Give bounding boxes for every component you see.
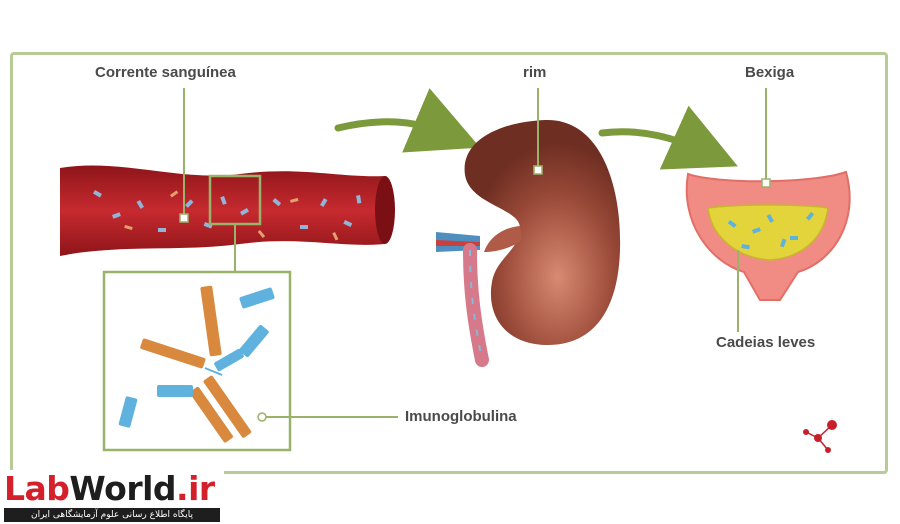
label-immunoglobulin: Imunoglobulina	[405, 408, 517, 425]
arrow-to-bladder	[598, 105, 738, 170]
label-bloodstream: Corrente sanguínea	[95, 64, 236, 81]
label-bladder: Bexiga	[745, 64, 795, 81]
logo-tagline: پایگاه اطلاع رسانی علوم آزمایشگاهی ایران	[4, 508, 220, 522]
logo-part-ir: .ir	[176, 469, 215, 508]
vessel-particles	[93, 190, 362, 232]
label-kidney: rim	[523, 64, 547, 81]
molecule-logo-icon	[803, 420, 837, 453]
logo-part-world: World	[69, 469, 177, 508]
labworld-logo-text: LabWorld.ir	[4, 470, 215, 508]
blood-vessel	[60, 165, 395, 256]
immunoglobulin-molecule	[118, 285, 275, 443]
kidney	[436, 119, 621, 367]
arrow-to-kidney	[334, 88, 481, 153]
labworld-logo: LabWorld.ir پایگاه اطلاع رسانی علوم آزما…	[0, 470, 224, 524]
label-leaders	[183, 88, 767, 418]
label-markers	[179, 165, 771, 422]
label-light-chains: Cadeias leves	[716, 334, 816, 351]
logo-part-lab: Lab	[4, 469, 70, 508]
bladder	[685, 170, 851, 301]
